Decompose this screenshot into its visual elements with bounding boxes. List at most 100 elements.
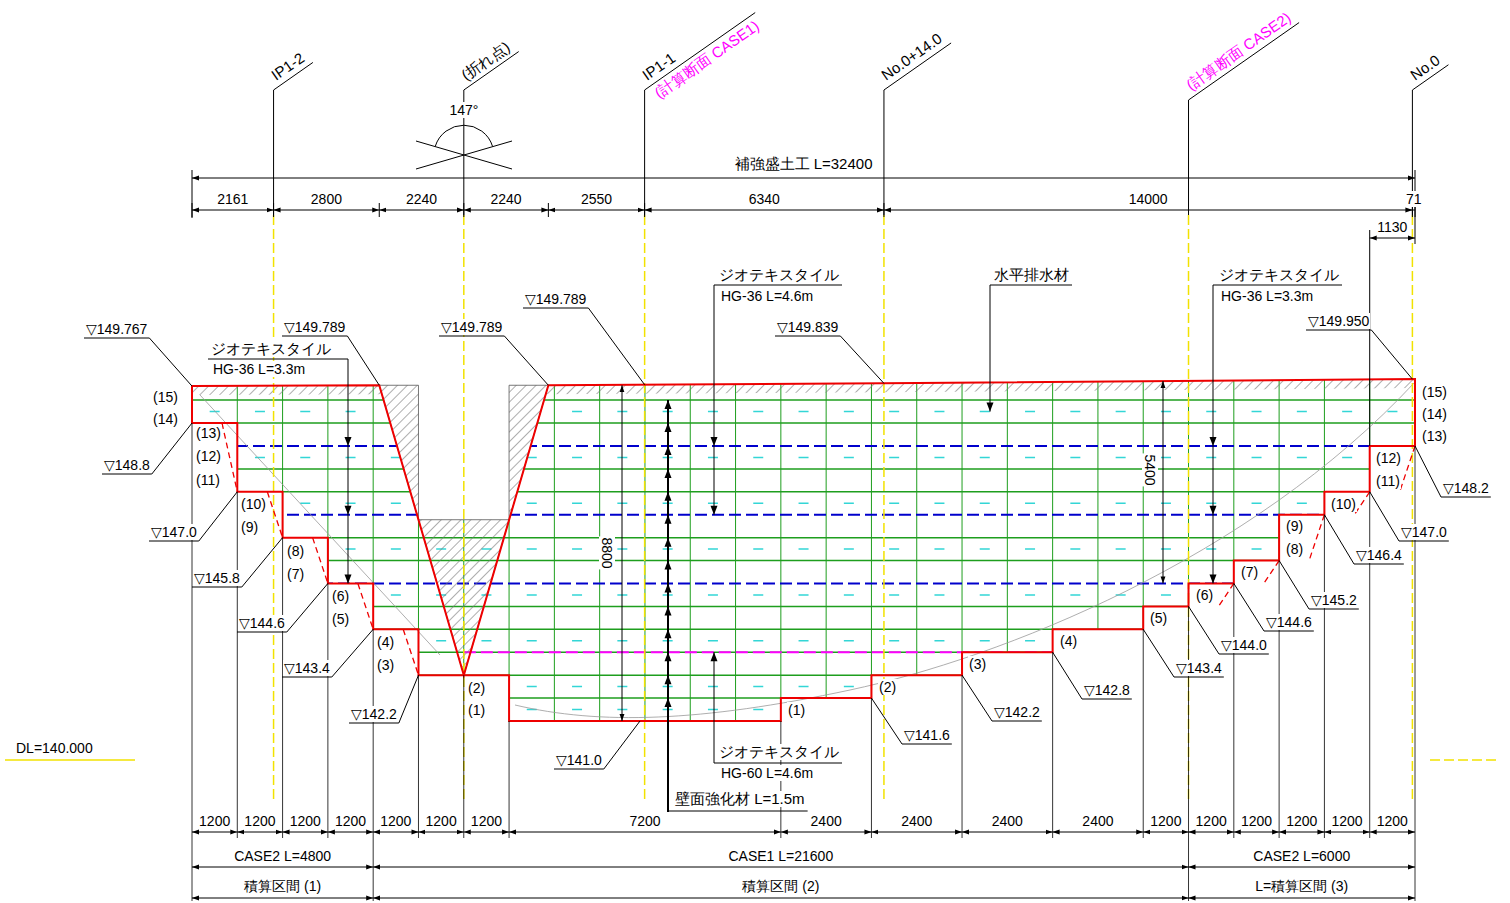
elevation-underline [84, 338, 149, 339]
dimension-line [192, 898, 373, 899]
elevation-leader [1371, 330, 1412, 379]
dimension-line [373, 832, 418, 833]
layer-number: (13) [195, 425, 222, 441]
elevation-leader [962, 675, 992, 721]
section-length: CASE2 L=4800 [233, 848, 332, 864]
height-dimension [1163, 381, 1164, 583]
extension-line [1052, 652, 1053, 838]
extension-line [509, 721, 510, 838]
station-centerline [273, 215, 275, 800]
dimension-text: 2550 [580, 191, 613, 207]
extension-line [962, 675, 963, 838]
elevation-underline [523, 308, 588, 309]
station-leader [645, 13, 756, 90]
dimension-text: 1200 [1195, 813, 1228, 829]
elevation-underline [1306, 330, 1371, 331]
angle-label: 147° [449, 102, 480, 118]
dimension-text: 1200 [289, 813, 322, 829]
dimension-line [192, 210, 274, 211]
elevation-underline [282, 677, 332, 678]
geotextile-line [185, 537, 1420, 539]
angle-arc [435, 125, 492, 146]
dimension-text: 2400 [900, 813, 933, 829]
material-underline [714, 763, 842, 764]
layer-number: (5) [1149, 610, 1168, 626]
dimension-text: 2161 [216, 191, 249, 207]
dimension-line [192, 832, 237, 833]
material-label: ジオテキスタイル [1218, 267, 1340, 283]
material-underline [668, 811, 808, 812]
dimension-text: 1130 [1376, 219, 1408, 235]
layer-number: (14) [152, 411, 179, 427]
extension-line [463, 203, 464, 217]
material-label: 壁面強化材 L=1.5m [674, 791, 806, 807]
layer-number: (6) [1195, 587, 1214, 603]
wall-reinforcement-line [667, 400, 669, 812]
extension-line [1324, 515, 1325, 838]
elevation-leader [1279, 561, 1309, 609]
station-line [883, 90, 884, 215]
elevation-label: ▽149.767 [85, 321, 148, 337]
dimension-text: 14000 [1128, 191, 1169, 207]
arrow-head [665, 538, 672, 547]
extension-line [463, 675, 464, 838]
extension-line [1415, 218, 1416, 244]
dimension-text: 1200 [1330, 813, 1363, 829]
slope-line [313, 538, 328, 584]
elevation-label: ▽149.789 [440, 319, 503, 335]
dimension-text: 2400 [1081, 813, 1114, 829]
station-label: IP1-2 [268, 49, 308, 84]
arrow-head [665, 469, 672, 478]
elevation-underline [1264, 631, 1314, 632]
estimate-section: L=積算区間 (3) [1254, 878, 1349, 894]
dimension-text: 2800 [310, 191, 343, 207]
dimension-line [283, 832, 328, 833]
geotextile-hg36-line [185, 445, 1420, 447]
geotextile-line [185, 674, 1420, 676]
elevation-underline [102, 474, 152, 475]
arrow-head [1210, 437, 1217, 446]
dimension-text: 1200 [1285, 813, 1318, 829]
slope-line [1400, 446, 1415, 492]
arrow-head [665, 492, 672, 501]
layer-number: (2) [467, 680, 486, 696]
dimension-text: 5400 [1142, 453, 1158, 486]
elevation-leader [504, 336, 548, 385]
arrow-head [1210, 574, 1217, 583]
dimension-text: 1200 [243, 813, 276, 829]
dimension-line [1053, 832, 1144, 833]
elevation-label: ▽141.0 [555, 752, 603, 768]
material-underline [714, 285, 842, 286]
elevation-leader [604, 721, 640, 769]
dimension-text: 71 [1405, 191, 1423, 207]
material-spec: HG-36 L=4.6m [720, 288, 814, 304]
elevation-label: ▽149.789 [283, 319, 346, 335]
extension-line [548, 203, 549, 217]
geotextile-line [185, 422, 1420, 424]
dimension-line [1279, 832, 1324, 833]
dimension-text: 2400 [991, 813, 1024, 829]
elevation-label: ▽149.839 [776, 319, 839, 335]
arrow-head [665, 698, 672, 707]
elevation-leader [1234, 583, 1264, 631]
dimension-line [373, 898, 1188, 899]
arrow-head [345, 506, 352, 515]
dimension-line [548, 210, 644, 211]
dimension-text: 6340 [748, 191, 781, 207]
extension-line [373, 629, 374, 838]
extension-line [273, 203, 274, 217]
elevation-leader [347, 336, 379, 385]
elevation-label: ▽144.6 [1265, 614, 1313, 630]
layer-number: (13) [1421, 428, 1448, 444]
dimension-text: 7200 [628, 813, 661, 829]
dimension-text: 1200 [1240, 813, 1273, 829]
station-centerline [883, 215, 885, 800]
layer-number: (8) [1285, 541, 1304, 557]
dimension-line [1370, 832, 1415, 833]
elevation-label: ▽144.6 [238, 615, 286, 631]
dimension-line [1189, 898, 1415, 899]
dimension-text: 8800 [599, 536, 615, 569]
extension-line [192, 170, 193, 218]
dimension-text: 2240 [490, 191, 523, 207]
hatched-ground [546, 379, 1415, 394]
